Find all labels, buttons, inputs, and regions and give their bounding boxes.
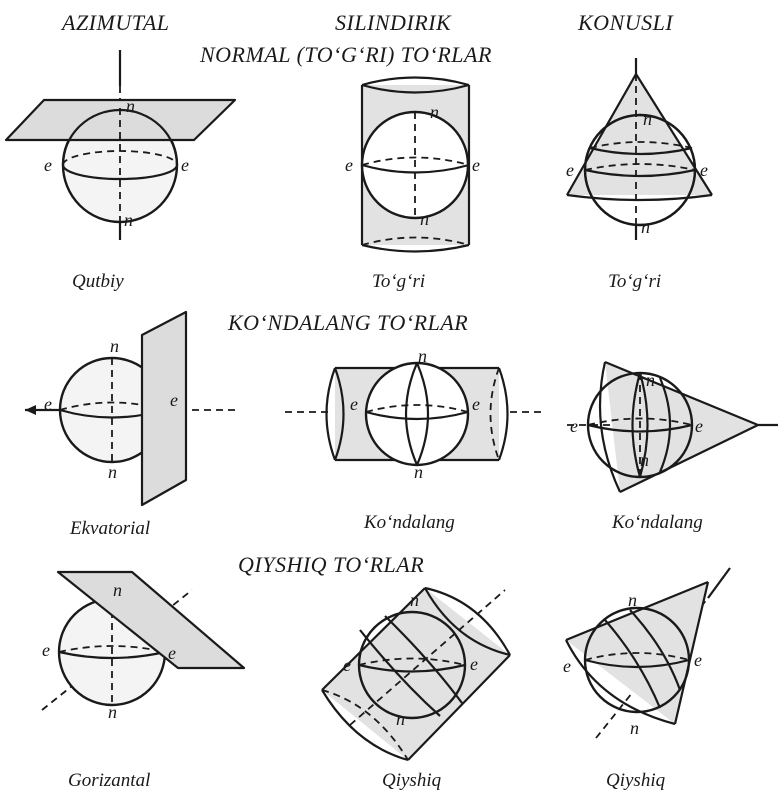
equator-label-e-left: e (566, 160, 574, 180)
equator-label-e-left: e (570, 416, 578, 436)
figure-cylinder-transverse: n e e n (285, 346, 545, 482)
caption-togri-cone: To‘g‘ri (608, 271, 661, 292)
section-kondalang: KO‘NDALANG TO‘RLAR (227, 310, 468, 335)
caption-togri-cylinder: To‘g‘ri (372, 271, 425, 292)
pole-label-n-top: n (410, 590, 419, 610)
pole-label-n-bottom: n (630, 718, 639, 738)
caption-qutbiy: Qutbiy (72, 271, 124, 292)
pole-label-n-bottom: n (124, 210, 133, 230)
pole-label-n-top: n (113, 580, 122, 600)
equator-label-e-left: e (44, 394, 52, 414)
pole-label-n-top: n (628, 590, 637, 610)
figure-azimutal-equatorial: n e e n (25, 310, 235, 507)
caption-qiyshiq-cone: Qiyshiq (606, 770, 666, 791)
caption-kondalang-cylinder: Ko‘ndalang (363, 512, 455, 533)
figure-azimutal-horizontal: n e e n (41, 570, 246, 722)
figure-cylinder-normal: n e e n (345, 76, 480, 253)
equator-label-e-right: e (168, 643, 176, 663)
equator-label-e-left: e (343, 655, 351, 675)
equator-label-e-left: e (350, 394, 358, 414)
figure-cone-normal: n e e n (566, 58, 713, 240)
figure-cone-oblique: n e e n (563, 567, 731, 739)
pole-label-n-top: n (126, 96, 135, 116)
equator-label-e-right: e (472, 394, 480, 414)
figure-cylinder-oblique: n e e n (321, 586, 511, 762)
section-normal: NORMAL (TO‘G‘RI) TO‘RLAR (199, 42, 492, 67)
pole-label-n-top: n (430, 102, 439, 122)
equator-label-e-right: e (472, 155, 480, 175)
pole-label-n-bottom: n (108, 702, 117, 722)
equator-label-e-left: e (44, 155, 52, 175)
equator-label-e-left: e (345, 155, 353, 175)
header-azimutal: AZIMUTAL (60, 10, 170, 35)
equator-label-e-left: e (42, 640, 50, 660)
pole-label-n-bottom: n (396, 709, 405, 729)
pole-label-n-bottom: n (108, 462, 117, 482)
equator-label-e-left: e (563, 656, 571, 676)
pole-label-n-top: n (110, 336, 119, 356)
pole-label-n-bottom: n (420, 209, 429, 229)
equator-label-e-right: e (700, 160, 708, 180)
header-silindrik: SILINDIRIK (335, 10, 452, 35)
section-qiyshiq: QIYSHIQ TO‘RLAR (238, 552, 424, 577)
equator-label-e-right: e (470, 654, 478, 674)
figure-azimutal-polar: n e e n (4, 50, 237, 240)
pole-label-n-top: n (643, 109, 652, 129)
caption-kondalang-cone: Ko‘ndalang (611, 512, 703, 533)
caption-qiyshiq-cylinder: Qiyshiq (382, 770, 442, 791)
equator-label-e-right: e (695, 416, 703, 436)
header-konusli: KONUSLI (577, 10, 674, 35)
equator-label-e-right: e (694, 650, 702, 670)
pole-label-n-bottom: n (641, 217, 650, 237)
equator-label-e-right: e (170, 390, 178, 410)
caption-ekvatorial: Ekvatorial (69, 518, 150, 539)
equator-label-e-right: e (181, 155, 189, 175)
caption-gorizantal: Gorizantal (68, 770, 150, 791)
figure-cone-transverse: n e e n (567, 360, 778, 493)
pole-label-n-top: n (418, 346, 427, 366)
pole-label-n-bottom: n (414, 462, 423, 482)
pole-label-n-bottom: n (640, 450, 649, 470)
pole-label-n-top: n (646, 370, 655, 390)
